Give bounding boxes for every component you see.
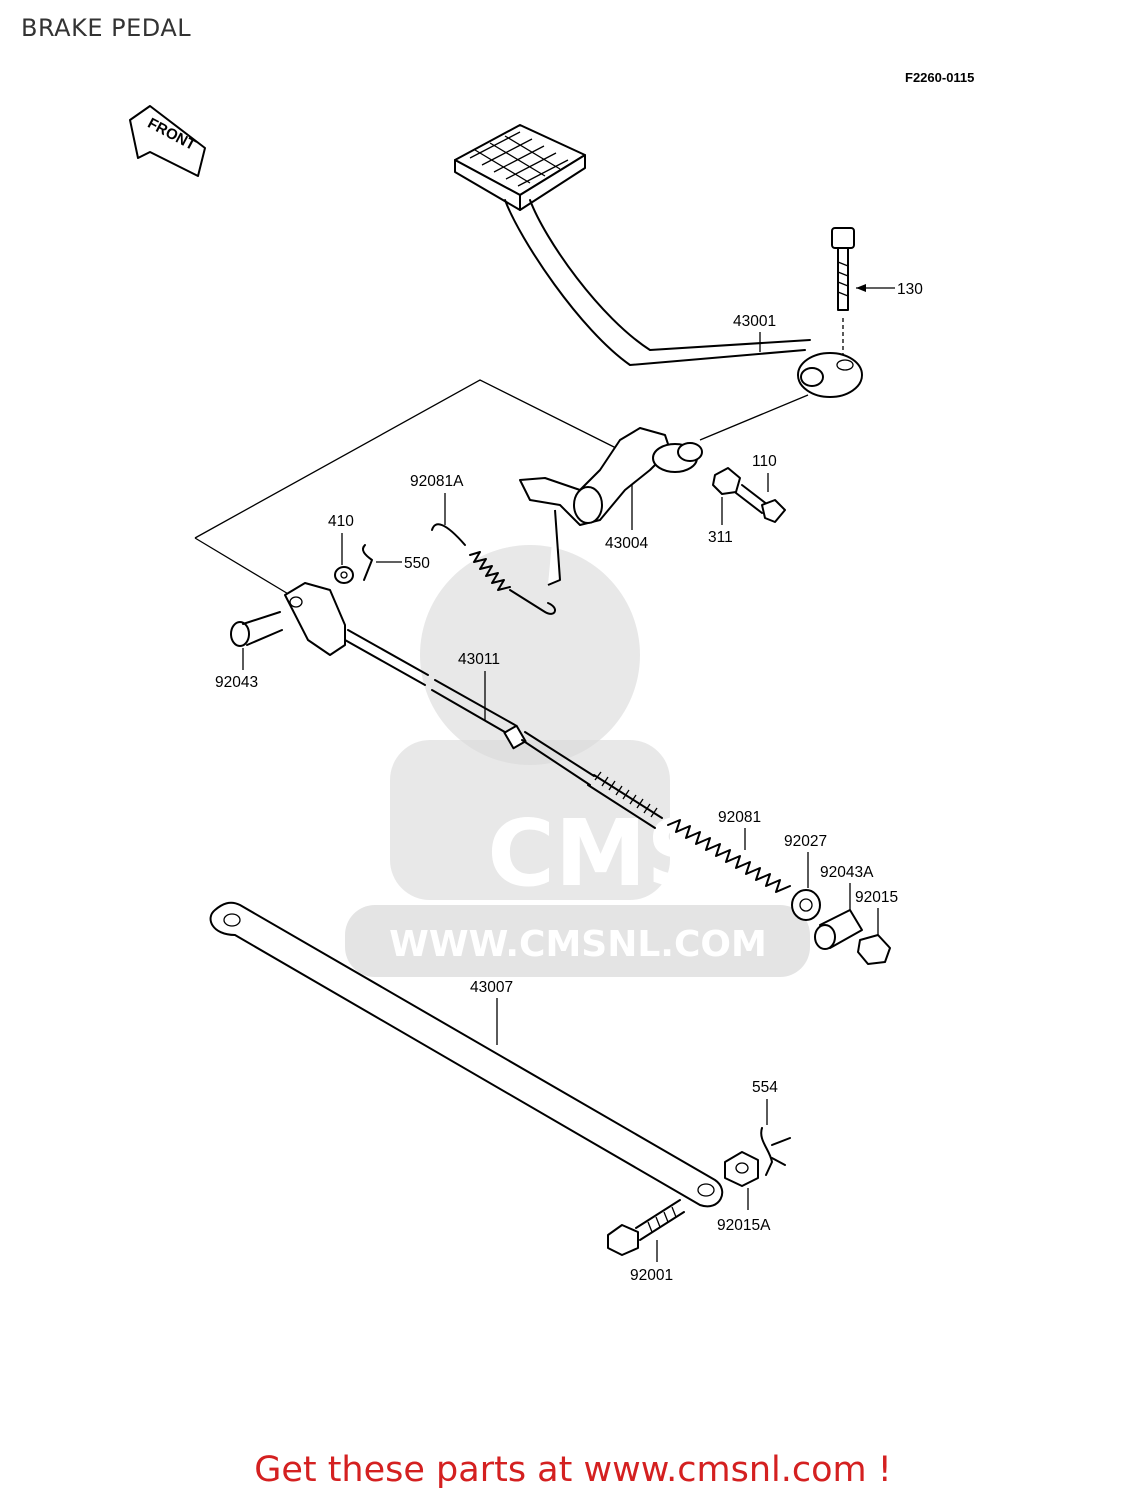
watermark-logo-text: CMS (487, 800, 712, 907)
callout-43007: 43007 (470, 979, 513, 996)
callout-92015A: 92015A (717, 1217, 771, 1234)
callout-311: 311 (708, 529, 733, 546)
bolt-110 (735, 484, 786, 523)
pedal-pad (454, 124, 586, 211)
nut-92015A (724, 1151, 759, 1187)
threaded-end (587, 771, 663, 829)
cotter-pin-554 (760, 1127, 791, 1176)
washer-410 (334, 566, 354, 584)
callout-92081: 92081 (718, 809, 761, 826)
cotter-pin-550 (362, 544, 373, 581)
callout-92081A: 92081A (410, 473, 464, 490)
callout-410: 410 (328, 513, 354, 530)
callout-92001: 92001 (630, 1267, 673, 1284)
callout-43001: 43001 (733, 313, 776, 330)
washer-92027 (791, 889, 821, 921)
callout-43011: 43011 (458, 651, 500, 668)
page-title: BRAKE PEDAL (21, 14, 192, 42)
callout-92043A: 92043A (820, 864, 874, 881)
pin-92043A (814, 909, 863, 950)
watermark-url-text: WWW.CMSNL.COM (389, 924, 767, 965)
pedal-boss (797, 352, 863, 398)
callout-92015: 92015 (855, 889, 898, 906)
lever-43004 (519, 427, 703, 586)
bolt-130 (831, 227, 855, 355)
watermark-logo: CMS WWW.CMSNL.COM (345, 545, 810, 977)
callout-130: 130 (897, 281, 923, 298)
callout-92027: 92027 (784, 833, 827, 850)
callout-110: 110 (752, 453, 777, 470)
front-arrow-icon: FRONT (129, 105, 206, 177)
clevis (284, 582, 346, 656)
rod-43011 (344, 629, 595, 786)
footer-link-text[interactable]: Get these parts at www.cmsnl.com ! (254, 1450, 892, 1490)
spring-92081 (667, 819, 791, 893)
spring-92081A (431, 523, 556, 615)
callout-92043: 92043 (215, 674, 258, 691)
bolt-92001 (607, 1199, 685, 1256)
rod-43007 (209, 901, 724, 1208)
callout-554: 554 (752, 1079, 778, 1096)
callout-43004: 43004 (605, 535, 648, 552)
clevis-pin-92043 (230, 611, 283, 647)
nut-311 (712, 467, 741, 495)
callout-550: 550 (404, 555, 430, 572)
nut-92015 (857, 934, 891, 965)
drawing-code: F2260-0115 (905, 70, 974, 85)
